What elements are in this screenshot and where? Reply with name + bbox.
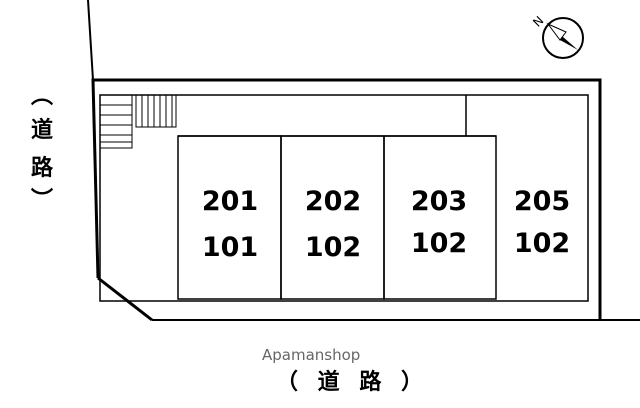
unit-box-3	[383, 135, 497, 300]
building-outline	[99, 94, 589, 302]
unit-4-lower: 102	[513, 228, 571, 259]
road-left-open: ︵	[30, 84, 53, 109]
unit-2-lower: 102	[304, 232, 362, 263]
site-boundary-diagonal	[97, 276, 153, 322]
unit-3-lower: 102	[410, 228, 468, 259]
unit-3-upper: 203	[410, 186, 468, 217]
unit-2-upper: 202	[304, 186, 362, 217]
unit-4-upper: 205	[513, 186, 571, 217]
watermark: Apamanshop	[262, 346, 361, 364]
unit-1-lower: 101	[201, 232, 259, 263]
site-boundary	[91, 78, 602, 320]
road-left-char-2: 路	[30, 156, 53, 181]
road-label-left: ︵ 道 路 ︶	[28, 86, 56, 212]
road-left-char-1: 道	[30, 118, 53, 143]
unit-1-upper: 201	[201, 186, 259, 217]
staircase	[99, 94, 177, 149]
compass-icon	[542, 17, 584, 59]
compass-north-label: N	[530, 14, 546, 30]
road-left-close: ︶	[30, 188, 53, 213]
road-label-bottom: （ 道 路 ）	[276, 370, 429, 395]
